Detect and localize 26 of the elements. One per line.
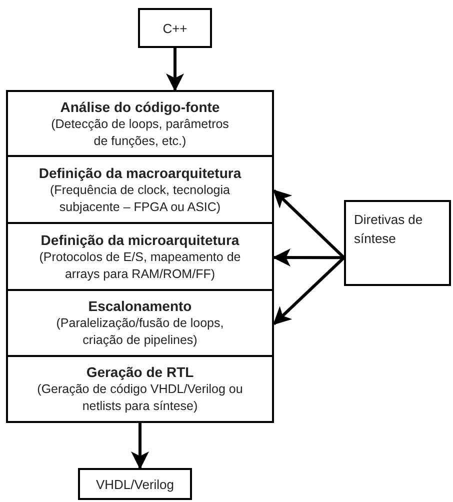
step-description: (Geração de código VHDL/Verilog ou netlists para síntese) [36, 381, 244, 415]
step-title: Definição da microarquitetura [40, 230, 240, 248]
arrow [272, 256, 346, 326]
arrow [272, 189, 346, 259]
box-label: Diretivas de síntese [354, 211, 424, 248]
step-description: (Protocolos de E/S, mapeamento de arrays para RAM/ROM/FF) [38, 248, 242, 282]
io-box [344, 200, 451, 286]
process-box [6, 222, 274, 291]
io-box [138, 8, 212, 48]
process-box [6, 90, 274, 157]
step-description: (Frequência de clock, tecnologia subjacente – FPGA ou ASIC) [49, 182, 231, 216]
process-box [6, 355, 274, 423]
step-title: Análise do código-fonte [60, 98, 220, 116]
step-title: Escalonamento [88, 297, 192, 315]
step-title: Definição da macroarquitetura [38, 164, 242, 182]
box-label: VHDL/Verilog [96, 476, 174, 494]
step-description: (Detecção de loops, parâmetros de funções, etc.) [50, 116, 230, 150]
step-description: (Paralelização/fusão de loops, criação de pipelines) [55, 315, 225, 349]
arrow [166, 48, 184, 92]
box-label: C++ [162, 20, 188, 38]
step-title: Geração de RTL [86, 363, 194, 381]
process-box [6, 155, 274, 224]
process-box [6, 289, 274, 357]
arrow [131, 423, 149, 470]
io-box [78, 468, 192, 500]
arrow [272, 248, 344, 267]
